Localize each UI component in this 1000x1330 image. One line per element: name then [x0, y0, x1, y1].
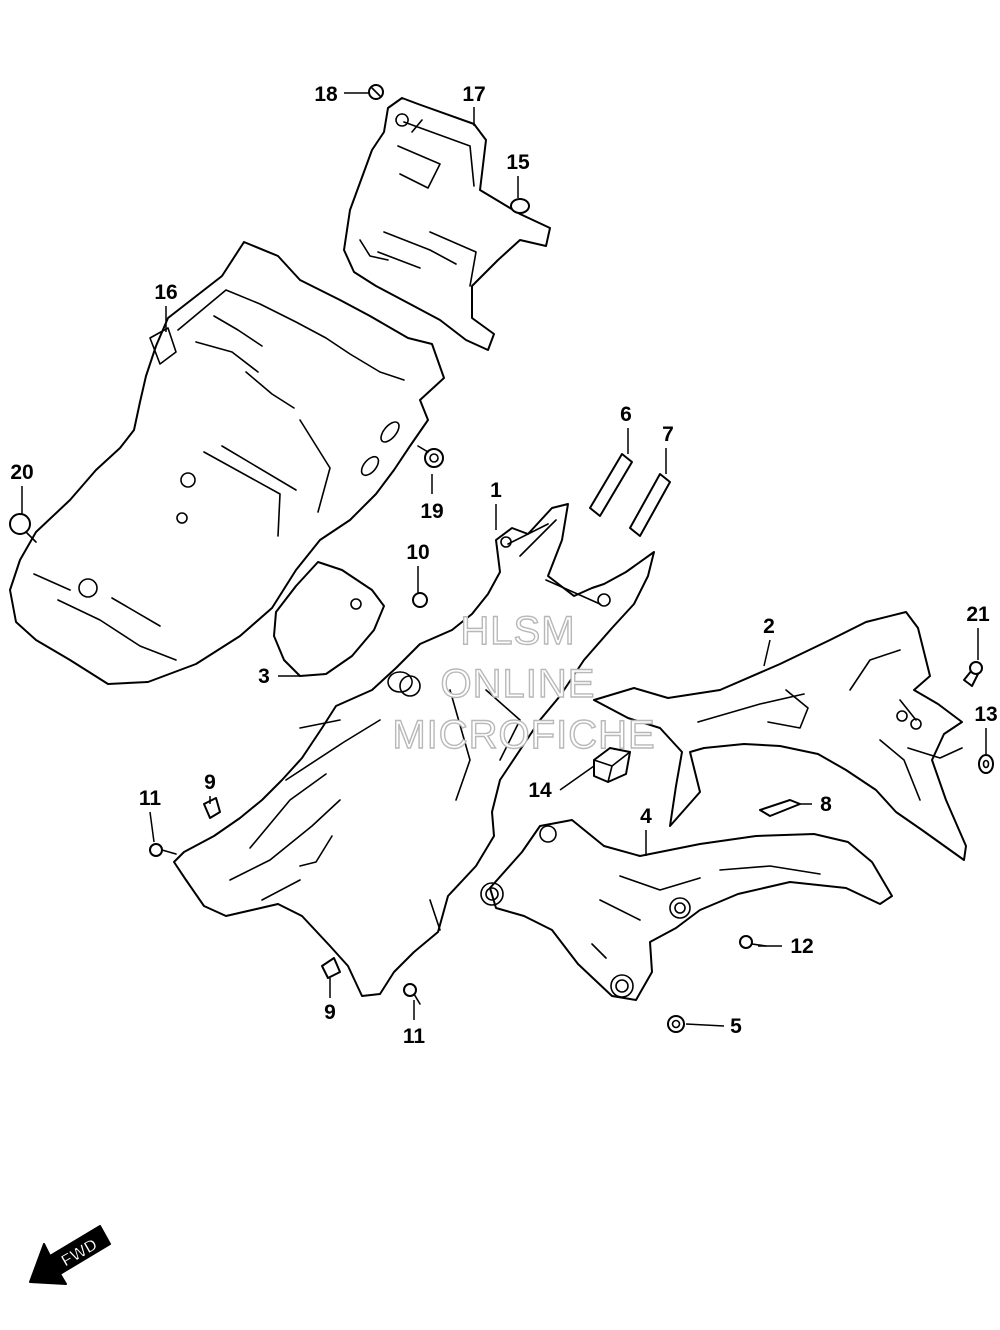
callout-16: 16 [154, 281, 177, 304]
part-21-bolt [963, 661, 983, 687]
part-10-screw [412, 592, 428, 608]
callout-8: 8 [820, 793, 832, 816]
callout-17: 17 [462, 83, 485, 106]
callout-9-upper: 9 [204, 771, 216, 794]
callout-10: 10 [406, 541, 429, 564]
callout-9-lower: 9 [324, 1001, 336, 1024]
part-8-strip [759, 799, 801, 817]
part-3-cover [273, 561, 385, 677]
watermark-line-2: ONLINE [441, 662, 596, 706]
callout-11-lower: 11 [403, 1025, 426, 1048]
part-16-undertray [9, 241, 445, 685]
callout-13: 13 [974, 703, 997, 726]
part-6-strip [589, 453, 633, 517]
callout-11-upper: 11 [139, 787, 162, 810]
part-13-washer [978, 754, 994, 774]
callout-14: 14 [528, 779, 552, 802]
callout-18: 18 [314, 83, 338, 106]
fwd-arrow-icon: FWD [29, 1225, 111, 1285]
part-11-screw-upper [149, 843, 177, 857]
part-4-bracket [480, 819, 893, 1001]
callout-5: 5 [730, 1015, 742, 1038]
callout-6: 6 [620, 403, 632, 426]
part-15-cap [510, 198, 530, 214]
callout-2: 2 [763, 615, 775, 638]
part-12-screw [739, 935, 767, 949]
callout-4: 4 [640, 805, 652, 828]
part-2-fender [593, 611, 967, 861]
callout-15: 15 [506, 151, 530, 174]
part-14-block [593, 747, 631, 783]
part-1-frame [173, 503, 655, 997]
callout-20: 20 [10, 461, 33, 484]
part-20-bolt [9, 513, 37, 543]
part-19-bolt [417, 445, 444, 468]
callout-3: 3 [258, 665, 270, 688]
watermark-line-1: HLSM [460, 609, 575, 653]
callout-12: 12 [790, 935, 813, 958]
part-11-screw-lower [403, 983, 421, 1005]
part-7-strip [629, 473, 671, 537]
part-9-clip-upper [203, 797, 221, 819]
leader-lines [21, 92, 987, 1027]
part-9-clip-lower [321, 957, 341, 979]
watermark-line-3: MICROFICHE [392, 713, 655, 757]
part-5-nut [667, 1015, 685, 1033]
callout-1: 1 [490, 479, 502, 502]
callout-19: 19 [420, 500, 443, 523]
callout-7: 7 [662, 423, 674, 446]
part-18-screw [368, 84, 384, 100]
part-17-bracket [343, 97, 551, 351]
callout-21: 21 [966, 603, 990, 626]
